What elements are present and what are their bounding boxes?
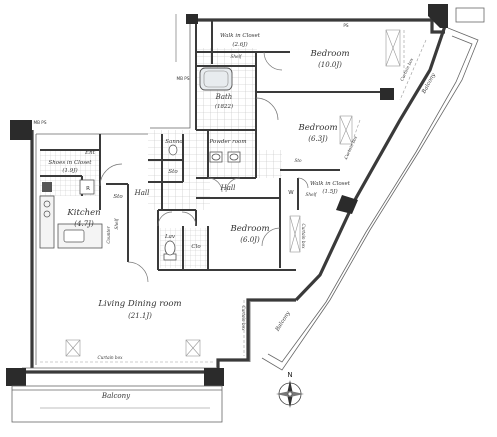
kitchen-name: Kitchen xyxy=(66,208,100,218)
curtain-box-bed-label: Curtain box xyxy=(399,56,414,81)
balcony-outlines xyxy=(11,7,485,423)
window-markers xyxy=(65,29,401,357)
hall-2-name: Hall xyxy=(220,184,236,192)
compass-n-label: N xyxy=(287,371,292,379)
powder-room-name: Powder room xyxy=(208,139,246,145)
bath-size: (1822) xyxy=(215,103,233,110)
shoes-in-closet-name: Shoes in Closet xyxy=(48,160,92,166)
sanno-name: Sanno xyxy=(165,139,183,145)
balcony-right-bottom-name: Balcony xyxy=(274,310,292,334)
bedroom-3-name: Bedroom xyxy=(229,224,269,234)
kitchen-counter xyxy=(39,182,103,249)
curtain-box-bottom-label: Curtain box xyxy=(97,355,123,360)
living-dining-name: Living Dining room xyxy=(97,299,181,309)
mb-ps-top-label: MB PS xyxy=(176,76,189,81)
sto-3-name: Sto xyxy=(294,158,302,163)
sanno-toilet xyxy=(168,144,178,156)
mb-ps-left-label: MB PS xyxy=(33,120,46,125)
curtain-box-living-label: Curtain box xyxy=(241,305,246,331)
walk-in-closet-right-name: Walk in Closet xyxy=(310,181,351,187)
compass-icon: N xyxy=(276,371,304,408)
clo-name: Clo xyxy=(191,244,201,250)
curtain-box-lines xyxy=(40,30,427,363)
balcony-bottom-name: Balcony xyxy=(101,392,131,400)
walk-in-closet-right-size: (1.5J) xyxy=(322,188,337,195)
sto-2-name: Sto xyxy=(113,194,123,200)
kitchen-size: (4.7J) xyxy=(74,220,94,228)
shelf-kitchen-label: Shelf xyxy=(114,217,119,229)
sto-1-name: Sto xyxy=(168,169,178,175)
walk-in-closet-top-size: (2.6J) xyxy=(232,41,247,48)
curtain-box-bed3-label: Curtain box xyxy=(301,223,306,249)
shelf-right-label: Shelf xyxy=(306,192,318,197)
counter-label: Counter xyxy=(106,225,111,243)
ent-name: Ent xyxy=(84,150,96,156)
exterior-walls xyxy=(20,14,447,374)
bedroom-2-size: (6.3J) xyxy=(308,135,328,143)
ps-label: PS xyxy=(343,23,349,28)
exterior-wall-lines xyxy=(22,18,251,369)
bedroom-3-size: (6.0J) xyxy=(240,236,260,244)
toilet xyxy=(163,240,177,261)
bedroom-2-name: Bedroom xyxy=(297,123,337,133)
shoes-in-closet-size: (1.9J) xyxy=(62,167,77,174)
bedroom-main-size: (10.0J) xyxy=(318,61,342,69)
door-swings xyxy=(99,51,309,283)
interior-walls xyxy=(40,20,393,271)
bathtub xyxy=(199,67,233,91)
hall-1-name: Hall xyxy=(134,189,150,197)
living-dining-size: (21.1J) xyxy=(128,312,152,320)
powder-room-sinks xyxy=(209,151,241,163)
lav-name: Lav xyxy=(164,234,176,240)
curtain-box-diag-label: Curtain box xyxy=(343,134,358,159)
bedroom-main-name: Bedroom xyxy=(309,49,349,59)
fridge-r-label: R xyxy=(86,186,90,192)
walk-in-closet-top-name: Walk in Closet xyxy=(220,33,261,39)
structural-pillars xyxy=(6,4,448,386)
shelf-top-label: Shelf xyxy=(231,54,243,59)
refrigerator xyxy=(79,179,95,195)
bath-name: Bath xyxy=(215,93,233,101)
w-label: W xyxy=(288,190,294,196)
